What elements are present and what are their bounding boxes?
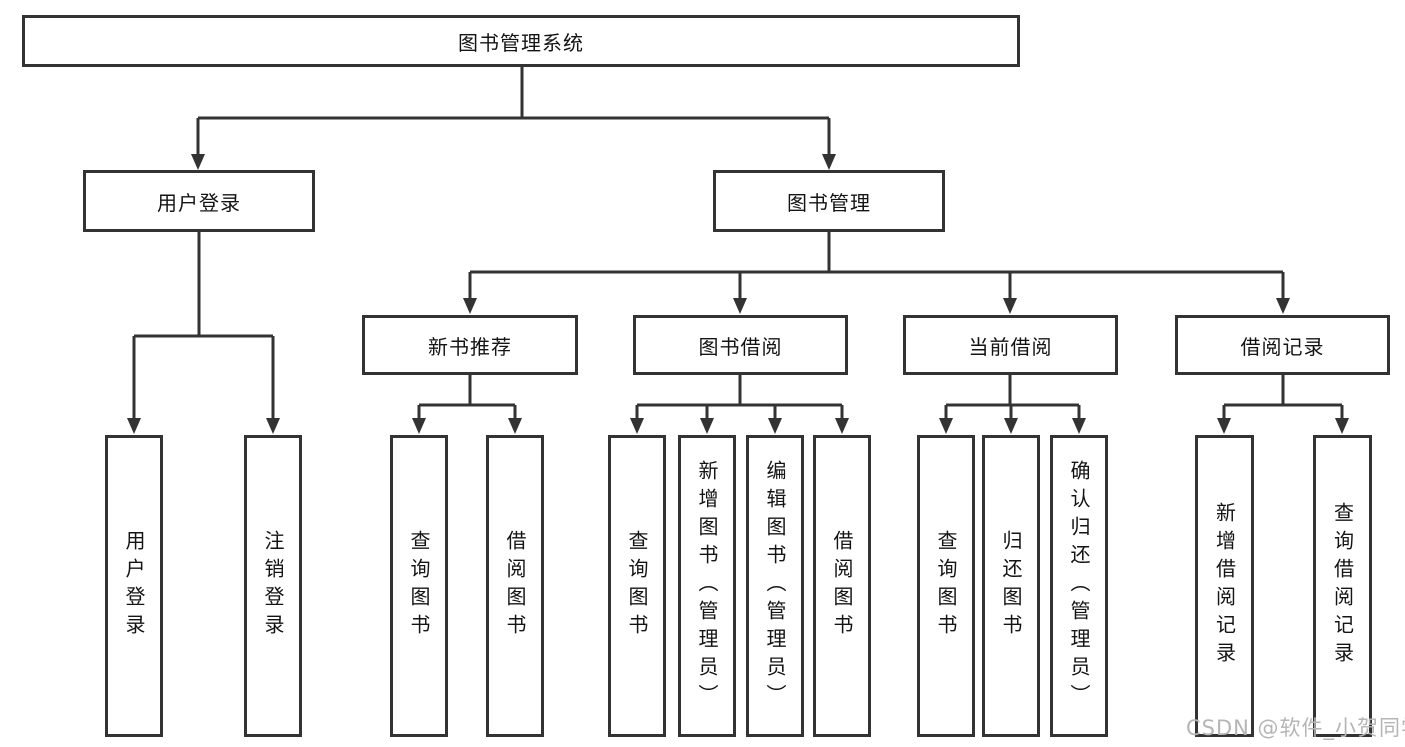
leaf-confirm-return-admin: 确认归还（管理员） — [1050, 435, 1108, 737]
leaf-borrow-books-2: 借阅图书 — [813, 435, 871, 737]
leaf-query-borrow-record: 查询借阅记录 — [1313, 435, 1372, 737]
leaf-add-book-admin: 新增图书（管理员） — [678, 435, 736, 737]
csdn-watermark: CSDN @软件_小贺同学 — [1186, 716, 1405, 740]
node-book-management: 图书管理 — [713, 170, 945, 232]
leaf-edit-book-admin: 编辑图书（管理员） — [746, 435, 804, 737]
leaf-add-borrow-record: 新增借阅记录 — [1195, 435, 1254, 737]
node-book-borrow: 图书借阅 — [633, 315, 848, 375]
leaf-query-books-1: 查询图书 — [390, 435, 448, 737]
node-user-login: 用户登录 — [83, 170, 315, 232]
leaf-borrow-books-1: 借阅图书 — [486, 435, 544, 737]
node-current-borrow: 当前借阅 — [903, 315, 1118, 375]
node-borrow-records: 借阅记录 — [1175, 315, 1390, 375]
leaf-user-login: 用户登录 — [105, 435, 163, 737]
leaf-logout: 注销登录 — [244, 435, 302, 737]
node-new-book-recommend: 新书推荐 — [362, 315, 578, 375]
leaf-query-books-2: 查询图书 — [608, 435, 666, 737]
node-root-title: 图书管理系统 — [22, 15, 1020, 67]
leaf-query-books-3: 查询图书 — [917, 435, 975, 737]
leaf-return-book: 归还图书 — [982, 435, 1040, 737]
